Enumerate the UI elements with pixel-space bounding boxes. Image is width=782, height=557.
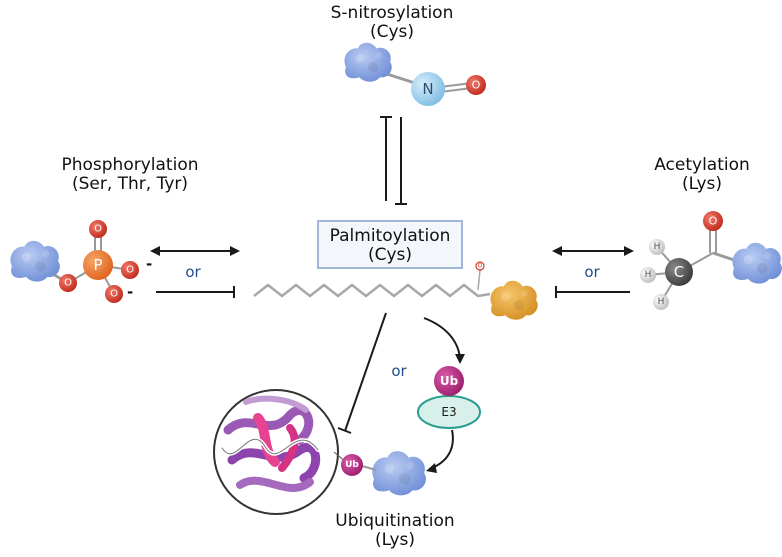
s-nitrosylation-title: S-nitrosylation: [331, 3, 454, 23]
protein-blob-phospho: [10, 240, 60, 282]
charge-minus-bottom: -: [127, 283, 133, 301]
ubiquitin-small-label: Ub: [345, 460, 359, 470]
p-oxygen-bottom-icon: [105, 285, 123, 303]
charge-minus-right: -: [146, 255, 152, 273]
arrowhead-substrate: [426, 463, 437, 473]
p-oxygen-left-icon: [59, 274, 77, 292]
or-label-right: or: [584, 263, 600, 281]
phosphorylation-title: Phosphorylation: [61, 155, 198, 175]
nitrogen-label: N: [422, 80, 433, 98]
hydrogen-top-icon: [649, 239, 665, 255]
hydrogen-bottom-icon: [653, 294, 669, 310]
inhibit-bar-ubiquitin: [337, 427, 352, 434]
carbonyl-oxygen-label: O: [478, 263, 483, 270]
ubiquitin-icon: [434, 366, 464, 396]
phosphorylation-subtitle: (Ser, Thr, Tyr): [72, 174, 188, 194]
nitrogen-atom-icon: [411, 72, 445, 106]
ubiquitination-subtitle: (Lys): [375, 530, 415, 550]
p-oxygen-right-label: O: [126, 265, 134, 276]
hydrogen-mid-icon: [640, 267, 656, 283]
hydrogen-mid-label: H: [645, 270, 652, 280]
oxygen-label: O: [472, 79, 481, 92]
palmitoylation-title: Palmitoylation: [330, 226, 451, 246]
phosphorus-atom-icon: [83, 250, 113, 280]
p-oxygen-top-label: O: [94, 224, 102, 235]
carbon-atom-icon: [665, 258, 693, 286]
arrow-to-ub-e3: [423, 317, 461, 359]
acetyl-oxygen-label: O: [709, 215, 718, 228]
protein-blob-ubiquitinated: [372, 451, 426, 496]
acetylation-title: Acetylation: [654, 155, 750, 175]
arrowhead-right-a: [552, 246, 562, 256]
hydrogen-bottom-label: H: [658, 297, 665, 307]
arrowhead-left-b: [230, 246, 240, 256]
protein-blob-acetyl: [732, 242, 782, 284]
carbon-label: C: [674, 263, 684, 281]
e3-label: E3: [441, 405, 456, 419]
protein-blob-snitro: [344, 42, 392, 82]
ubiquitin-ribbon-structure: [220, 395, 321, 492]
p-oxygen-top-icon: [89, 220, 107, 238]
phosphorus-label: P: [93, 256, 102, 274]
acetyl-oxygen-icon: [703, 211, 723, 231]
ubiquitin-label: Ub: [440, 374, 459, 388]
carbonyl-oxygen-icon: [475, 261, 485, 271]
p-oxygen-bottom-label: O: [110, 289, 118, 300]
hydrogen-top-label: H: [654, 242, 661, 252]
or-label-left: or: [185, 263, 201, 281]
oxygen-atom-icon: [466, 75, 486, 95]
ubiquitination-title: Ubiquitination: [335, 511, 454, 531]
protein-blob-palmitoylated: [490, 280, 538, 320]
inhibit-line-to-ubiquitin: [344, 312, 387, 432]
p-oxygen-left-label: O: [64, 278, 72, 289]
carbonyl-bond: [477, 269, 481, 291]
s-nitrosylation-subtitle: (Cys): [370, 22, 414, 42]
arrowhead-left-a: [150, 246, 160, 256]
n-o-bond-2: [439, 87, 473, 93]
acetylation-subtitle: (Lys): [682, 174, 722, 194]
arrowhead-right-b: [624, 246, 634, 256]
ub-substrate-bond: [361, 465, 377, 471]
palmitoylation-subtitle: (Cys): [368, 245, 412, 265]
palmitoylation-box: [317, 220, 463, 269]
ubiquitin-small-icon: [341, 454, 363, 476]
p-oxygen-right-icon: [121, 261, 139, 279]
palmitate-chain: [253, 283, 491, 298]
or-label-bottom: or: [391, 362, 407, 380]
arrowhead-ub-e3: [455, 354, 465, 364]
arrow-to-substrate: [431, 429, 454, 469]
